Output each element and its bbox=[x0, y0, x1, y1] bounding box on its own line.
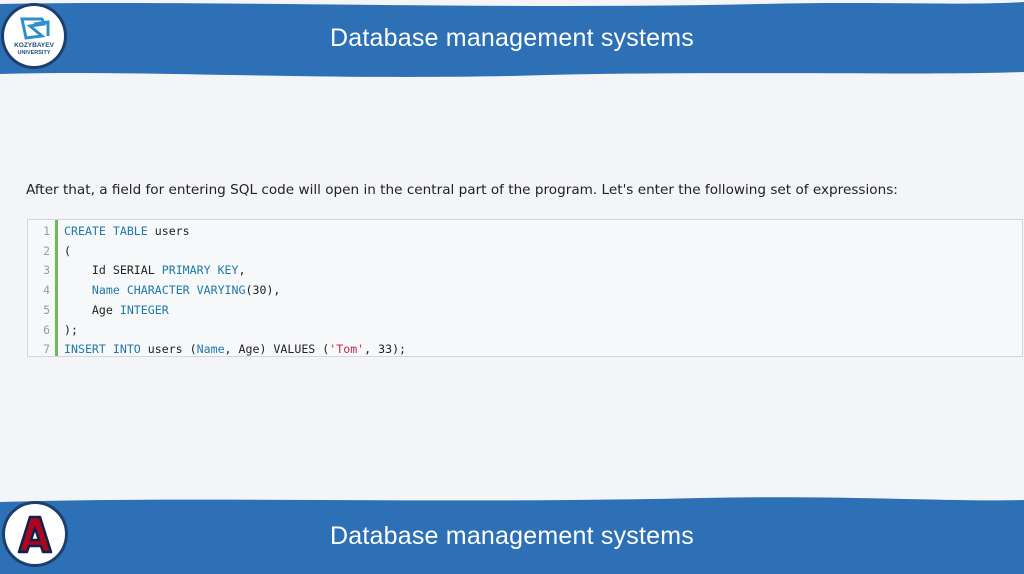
footer-title: Database management systems bbox=[330, 522, 694, 550]
line-number: 1 bbox=[43, 224, 50, 238]
sql-keyword: PRIMARY KEY bbox=[161, 263, 239, 278]
sql-keyword: Name bbox=[91, 283, 120, 298]
line-number: 7 bbox=[43, 342, 50, 357]
block-a-logo-icon: A bbox=[6, 505, 64, 563]
sql-keyword: INSERT INTO bbox=[64, 342, 141, 357]
sql-text bbox=[64, 283, 92, 297]
line-number: 4 bbox=[43, 283, 50, 298]
sql-text: ); bbox=[64, 322, 78, 337]
code-line: ( bbox=[64, 244, 71, 258]
line-number: 6 bbox=[43, 322, 50, 337]
sql-keyword: Name bbox=[196, 342, 225, 357]
footer-band-shape bbox=[0, 497, 1024, 574]
sql-text: Id SERIAL bbox=[64, 263, 162, 278]
header-title: Database management systems bbox=[330, 24, 694, 52]
sql-text: users bbox=[147, 224, 190, 238]
code-line: ); bbox=[64, 323, 78, 337]
code-line: Id SERIAL PRIMARY KEY, bbox=[64, 263, 246, 277]
line-number-gutter: 1 2 3 4 5 6 7 bbox=[28, 220, 58, 356]
sql-keyword: INTEGER bbox=[119, 302, 169, 317]
footer-band: Database management systems bbox=[0, 496, 1024, 574]
sql-string: 'Tom' bbox=[329, 342, 365, 357]
code-line: Name CHARACTER VARYING(30), bbox=[64, 283, 280, 297]
logo-letter: A bbox=[35, 542, 36, 545]
sql-text: , Age) VALUES ( bbox=[224, 342, 330, 357]
sql-text: , 33); bbox=[364, 342, 407, 357]
code-block: 1 2 3 4 5 6 7 CREATE TABLE users ( Id SERIAL PR… bbox=[27, 219, 1023, 357]
sql-text bbox=[120, 283, 127, 297]
line-number: 5 bbox=[43, 302, 50, 317]
university-logo: KOZYBAYEV UNIVERSITY bbox=[4, 6, 64, 66]
sql-text: (30), bbox=[245, 283, 281, 298]
line-number: 3 bbox=[43, 263, 50, 278]
header-band: Database management systems bbox=[0, 0, 1024, 78]
logo-text-line1: KOZYBAYEV bbox=[14, 42, 55, 49]
code-line: CREATE TABLE users bbox=[64, 224, 190, 238]
sql-text: ( bbox=[64, 243, 71, 258]
sql-text: users ( bbox=[140, 342, 197, 357]
intro-text: After that, a field for entering SQL cod… bbox=[26, 182, 898, 198]
sql-keyword: CREATE TABLE bbox=[64, 224, 148, 238]
header-band-shape bbox=[0, 2, 1024, 77]
logo-text-line2: UNIVERSITY bbox=[17, 50, 50, 56]
line-number: 2 bbox=[43, 243, 50, 258]
code-line: INSERT INTO users (Name, Age) VALUES ('T… bbox=[64, 342, 406, 356]
sql-text: Age bbox=[64, 302, 120, 317]
code-line: Age INTEGER bbox=[64, 303, 169, 317]
sql-text: , bbox=[238, 263, 246, 278]
kozybayev-logo-icon: KOZYBAYEV UNIVERSITY bbox=[5, 7, 63, 65]
sql-keyword: CHARACTER VARYING bbox=[126, 283, 246, 298]
arizona-logo: A bbox=[5, 504, 65, 564]
